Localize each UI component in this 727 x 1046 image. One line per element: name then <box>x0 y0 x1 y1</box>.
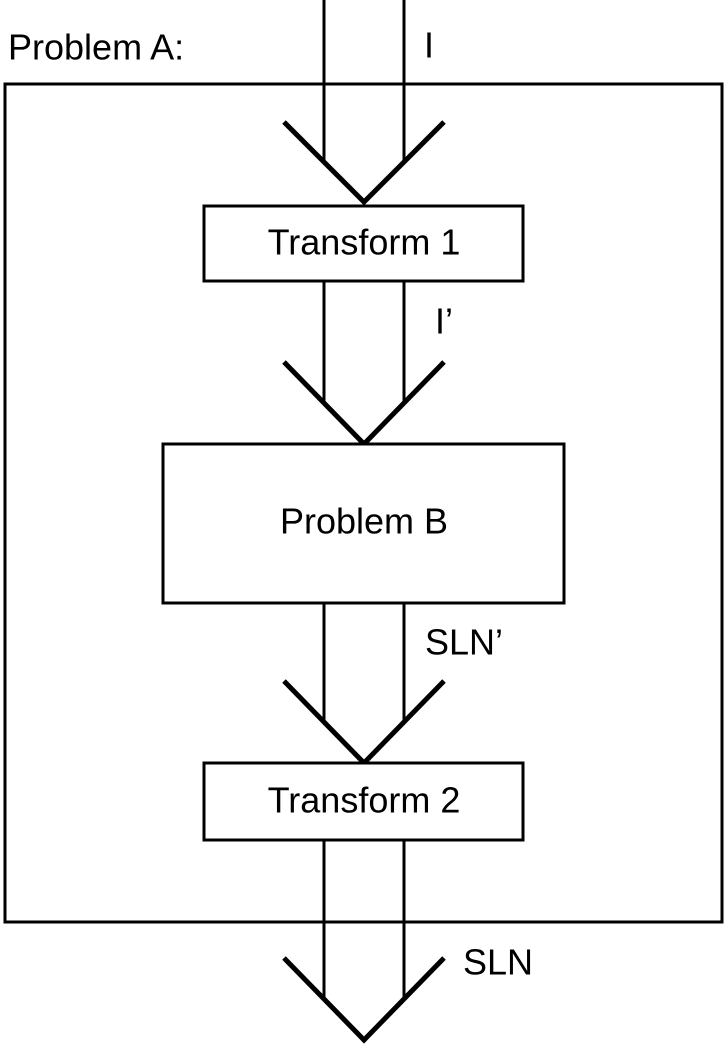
arrow-label-i: I <box>424 25 434 66</box>
transform-1-box <box>202 204 525 283</box>
problem-a-title-label: Problem A: <box>8 27 184 68</box>
problem-b-node: Problem B <box>161 442 566 605</box>
arrowhead-v <box>282 956 446 1044</box>
problem-b-box <box>161 442 566 605</box>
transform-2-box <box>202 761 525 842</box>
arrow-input-i <box>282 0 446 206</box>
problem-b-label: Problem B <box>280 501 448 542</box>
arrow-label-sln-prime: SLN’ <box>425 622 503 663</box>
transform-1-node: Transform 1 <box>202 204 525 283</box>
transform-1-label: Transform 1 <box>268 222 461 263</box>
arrow-sln <box>282 840 446 1044</box>
arrowhead-v <box>282 679 446 767</box>
arrowhead-v <box>282 360 446 448</box>
arrow-label-i-prime: I’ <box>435 301 453 342</box>
transform-2-node: Transform 2 <box>202 761 525 842</box>
arrow-label-sln: SLN <box>463 942 533 983</box>
transform-2-label: Transform 2 <box>268 780 461 821</box>
arrow-sln-prime <box>282 603 446 767</box>
arrowhead-v <box>282 120 446 206</box>
arrow-i-prime <box>282 281 446 448</box>
problem-a-boundary-box <box>3 82 724 924</box>
